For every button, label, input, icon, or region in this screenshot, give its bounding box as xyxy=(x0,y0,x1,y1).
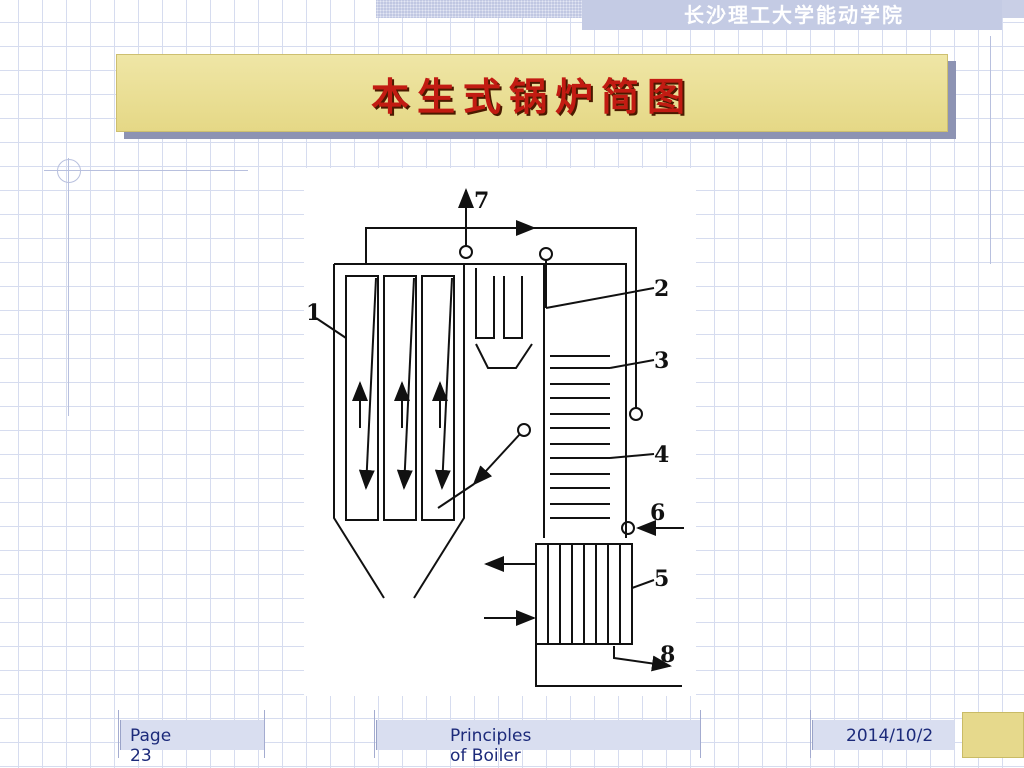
footer-course-box xyxy=(376,720,700,750)
convective-pass-wall xyxy=(464,263,627,538)
waterwall-tube-1 xyxy=(345,275,379,521)
decor-right-line xyxy=(990,36,991,264)
leader-3 xyxy=(609,359,655,369)
tube-diagonal-3 xyxy=(434,277,453,490)
decor-vertical-line xyxy=(68,158,69,416)
leader-4 xyxy=(609,453,655,459)
label-5: 5 xyxy=(654,566,669,592)
label-1: 1 xyxy=(306,300,321,326)
flue-outlet-8 xyxy=(613,646,672,672)
return-line xyxy=(437,483,475,509)
school-name: 长沙理工大学能动学院 xyxy=(582,0,1002,30)
label-6: 6 xyxy=(650,500,665,526)
boiler-diagram: 1 2 3 4 5 6 7 8 xyxy=(304,168,696,696)
leader-1 xyxy=(315,317,347,339)
slide-title: 本生式锅炉简图 xyxy=(370,73,693,119)
corner-block xyxy=(962,712,1024,758)
outlet-node-7 xyxy=(459,245,473,259)
feed-node-6 xyxy=(621,521,635,535)
footer-divider xyxy=(264,710,265,758)
superheater-u-tubes xyxy=(475,268,523,339)
hopper xyxy=(475,343,533,369)
footer-page-box xyxy=(120,720,264,750)
footer-divider xyxy=(118,710,119,758)
label-7: 7 xyxy=(474,188,489,214)
leader-2 xyxy=(545,287,655,309)
course-name: Principles of Boiler xyxy=(450,726,532,766)
tube-diagonal-1 xyxy=(358,277,377,490)
footer-date-box xyxy=(812,720,954,750)
tube-diagonal-2 xyxy=(396,277,415,490)
return-arrow xyxy=(472,433,521,486)
boiler-diagram-svg: 1 2 3 4 5 6 7 8 xyxy=(306,188,684,687)
decor-circle xyxy=(57,159,81,183)
economizer-coils xyxy=(550,355,610,519)
waterwall-tube-3 xyxy=(421,275,455,521)
waterwall-tube-2 xyxy=(383,275,417,521)
label-3: 3 xyxy=(654,348,669,374)
label-8: 8 xyxy=(660,642,675,668)
footer-divider xyxy=(374,710,375,758)
footer-divider xyxy=(810,710,811,758)
side-node xyxy=(629,407,643,421)
top-header-pipe xyxy=(365,227,637,408)
page-number: Page 23 xyxy=(130,726,172,766)
decor-horizontal-line xyxy=(44,170,248,171)
flue-duct xyxy=(535,644,682,687)
drum-node xyxy=(539,247,553,261)
footer-divider xyxy=(700,710,701,758)
leader-5 xyxy=(631,579,655,589)
air-heater-tubes xyxy=(547,544,621,644)
label-4: 4 xyxy=(654,442,669,468)
slide-date: 2014/10/2 xyxy=(846,726,934,746)
furnace-wall xyxy=(333,264,465,599)
title-bar: 本生式锅炉简图 xyxy=(116,54,948,132)
label-2: 2 xyxy=(654,276,669,302)
top-band-pattern xyxy=(376,0,602,18)
return-node xyxy=(517,423,531,437)
